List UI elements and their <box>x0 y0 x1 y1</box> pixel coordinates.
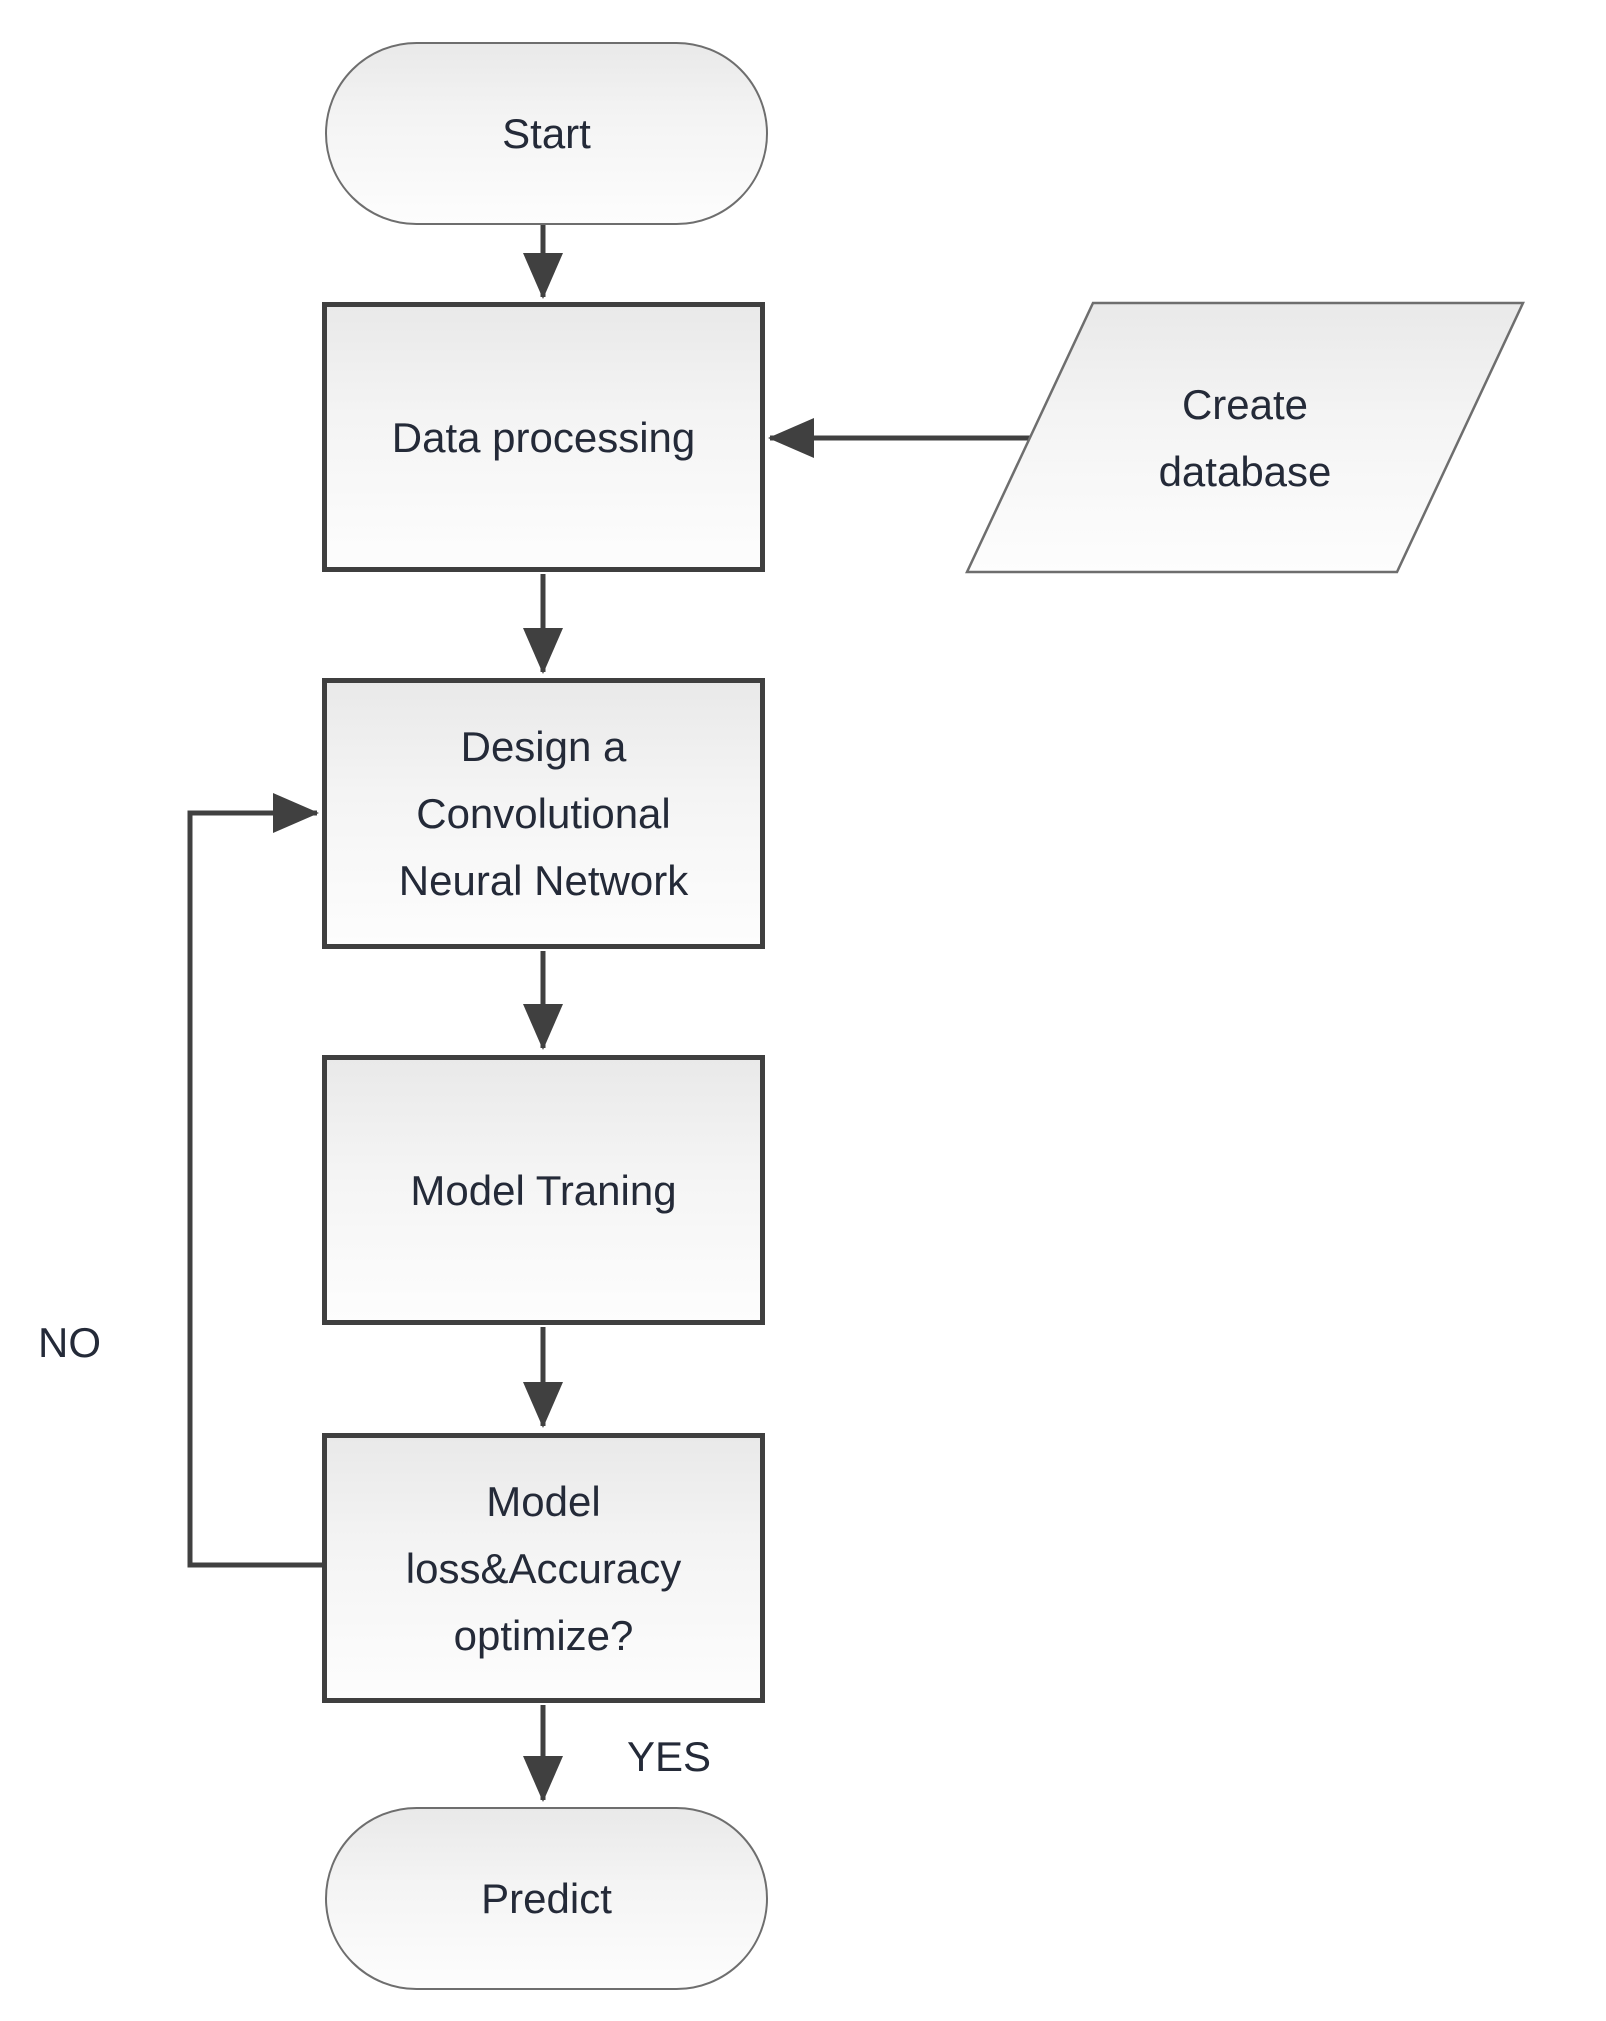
node-label: Data processing <box>391 413 696 461</box>
node-start: Start <box>325 42 768 225</box>
node-design-cnn: Design a Convolutional Neural Network <box>322 678 765 949</box>
node-label-line: Neural Network <box>398 857 689 904</box>
node-label: Predict <box>481 1875 612 1922</box>
node-label-line: Convolutional <box>416 790 671 837</box>
node-data-processing: Data processing <box>322 302 765 572</box>
node-label-line: optimize? <box>453 1611 634 1659</box>
node-predict: Predict <box>325 1807 768 1990</box>
node-label-line: Model <box>486 1477 601 1525</box>
node-create-database-shape <box>965 301 1525 574</box>
node-create-database: Create database <box>1045 307 1445 569</box>
connector-no-feedback-loop <box>187 793 323 1568</box>
edge-label-yes: YES <box>627 1733 712 1780</box>
node-label-line: loss&Accuracy <box>405 1544 682 1592</box>
node-label-line: database <box>1158 448 1332 495</box>
node-label-line: Create <box>1181 381 1309 428</box>
node-label-line: Design a <box>460 723 627 770</box>
node-label: Model Traning <box>410 1166 677 1214</box>
node-optimize-decision: Model loss&Accuracy optimize? <box>322 1433 765 1703</box>
edge-label-no: NO <box>38 1319 101 1366</box>
node-label: Start <box>502 110 591 157</box>
node-model-training: Model Traning <box>322 1055 765 1325</box>
